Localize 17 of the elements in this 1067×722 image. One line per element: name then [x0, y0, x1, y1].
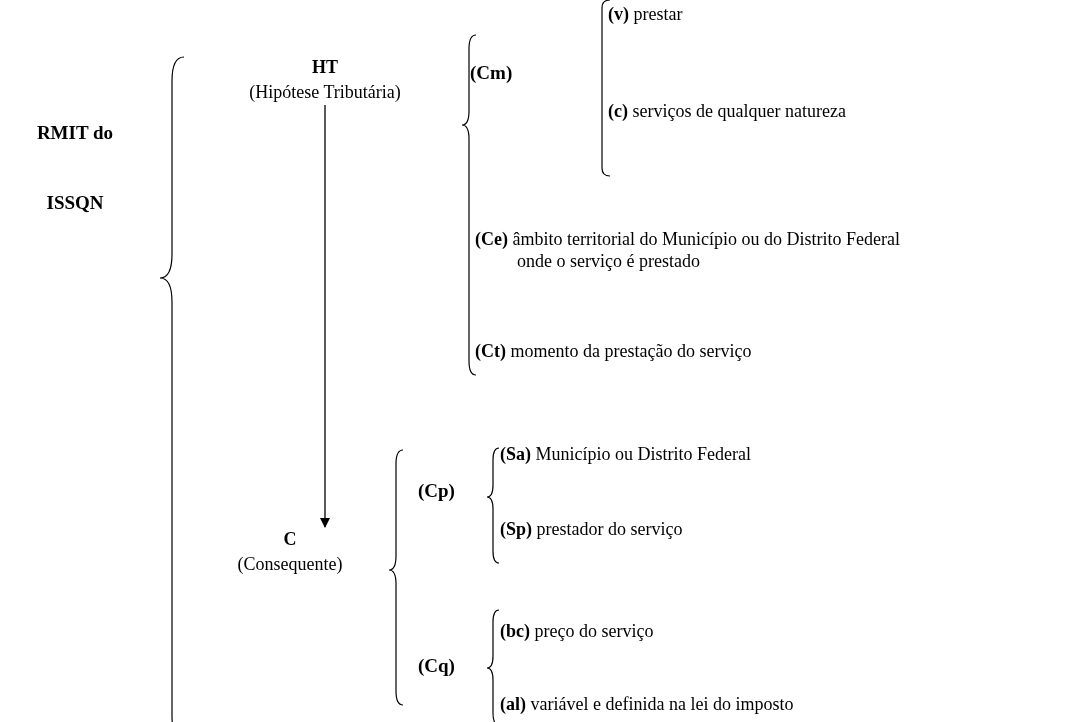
node-subtitle: (Hipótese Tributária)	[248, 81, 402, 104]
item-text: (Ct) momento da prestação do serviço	[475, 340, 752, 362]
diagram-heading: RMIT do ISSQN	[35, 121, 115, 215]
item-text: (Sa) Município ou Distrito Federal	[500, 443, 751, 465]
item-text: (v) prestar	[608, 3, 683, 25]
item-text: (Ce) âmbito territorial do Município ou do Distrito Federal onde o serviço é prestado	[475, 228, 901, 272]
node-heading: HT	[311, 56, 339, 79]
category-label: (Cp)	[418, 480, 455, 502]
item-text: (al) variável e definida na lei do imposto	[500, 693, 794, 715]
category-label: (Cm)	[470, 62, 513, 84]
node-subtitle: (Consequente)	[236, 553, 344, 576]
item-text: (Sp) prestador do serviço	[500, 518, 683, 540]
item-text: (c) serviços de qualquer natureza	[608, 100, 846, 122]
item-text: (bc) preço do serviço	[500, 620, 654, 642]
arrow	[320, 104, 330, 528]
node-heading: C	[282, 528, 298, 551]
category-label: (Cq)	[418, 655, 455, 677]
